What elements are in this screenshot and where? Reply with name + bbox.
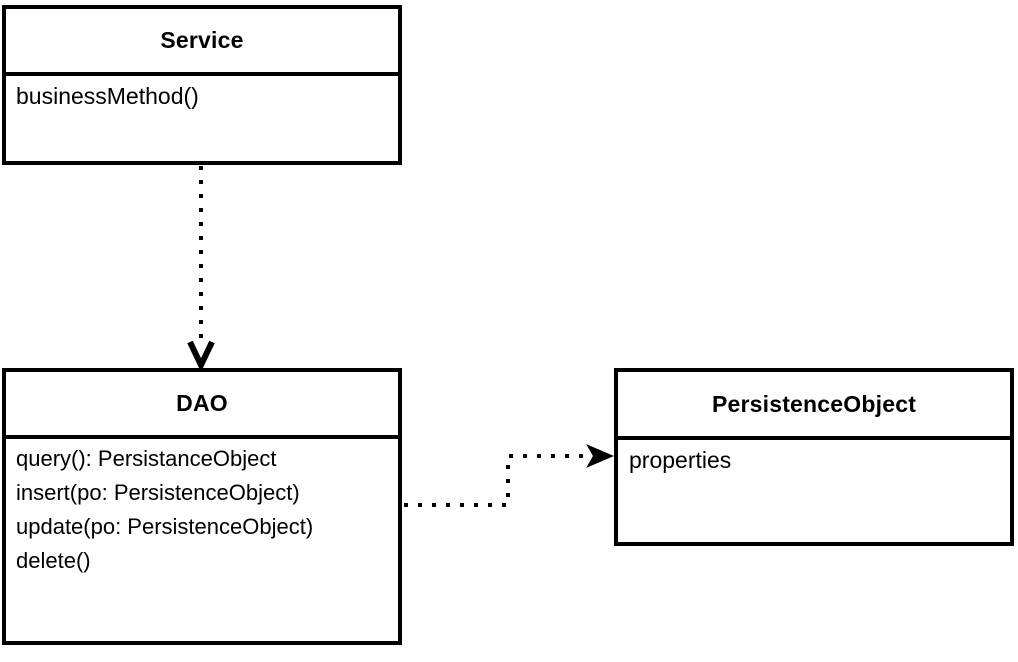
class-member: query(): PersistanceObject	[16, 446, 277, 471]
class-members-service: businessMethod()	[6, 76, 398, 165]
connector-service-to-dao[interactable]	[187, 166, 215, 372]
class-member: insert(po: PersistenceObject)	[16, 480, 300, 505]
class-member: delete()	[16, 548, 91, 573]
class-title-dao: DAO	[176, 390, 228, 416]
class-box-service[interactable]: Service businessMethod()	[2, 5, 402, 165]
class-members-persistenceobject: properties	[618, 440, 1010, 546]
class-title-service: Service	[160, 27, 244, 53]
class-member: properties	[629, 447, 732, 473]
connector-line	[404, 454, 592, 507]
arrowhead-open-icon	[187, 340, 215, 372]
class-member: businessMethod()	[16, 83, 199, 109]
class-divider-persistenceobject	[618, 436, 1010, 440]
class-divider-service	[6, 72, 398, 76]
class-member: update(po: PersistenceObject)	[16, 514, 314, 539]
class-divider-dao	[6, 435, 398, 439]
class-box-dao[interactable]: DAO query(): PersistanceObject insert(po…	[2, 368, 402, 645]
class-members-dao: query(): PersistanceObject insert(po: Pe…	[6, 439, 398, 645]
class-title-persistenceobject: PersistenceObject	[711, 390, 917, 417]
arrowhead-solid-icon	[586, 444, 614, 468]
class-box-persistenceobject[interactable]: PersistenceObject properties	[614, 368, 1014, 546]
connector-dao-to-persistenceobject[interactable]	[404, 444, 614, 507]
